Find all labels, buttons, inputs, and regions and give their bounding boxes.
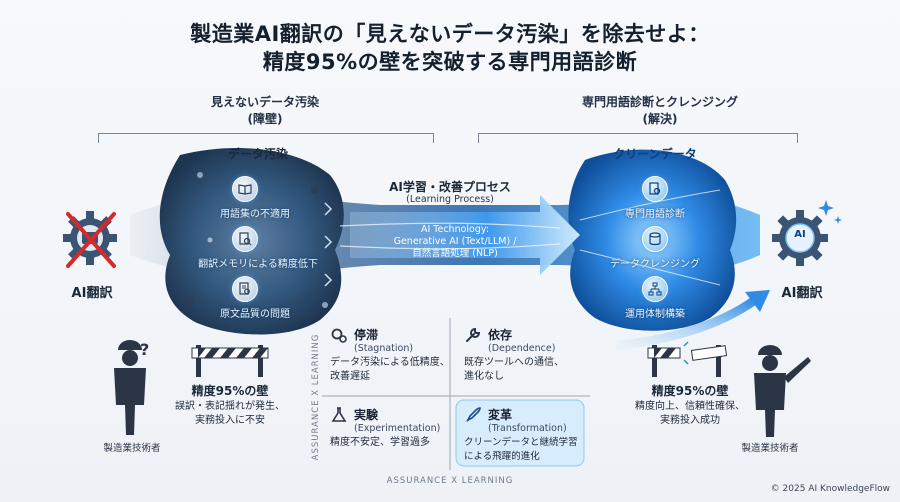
question-mark: ? bbox=[140, 340, 150, 359]
left-panel-title: データ汚染 bbox=[227, 147, 288, 161]
left-wall-line-2: 実務投入に不安 bbox=[195, 415, 265, 426]
right-bracket bbox=[478, 133, 798, 143]
right-item-2-icon-wrap bbox=[642, 226, 668, 252]
left-bracket bbox=[98, 133, 434, 143]
left-item-1-label: 用語集の不適用 bbox=[220, 209, 290, 220]
right-item-1-label: 専門用語診断 bbox=[625, 209, 685, 220]
right-panel-title: クリーンデータ bbox=[613, 147, 697, 161]
dependence-line-1: 既存ツールへの通信、 bbox=[464, 357, 564, 368]
left-item-3-label: 原文品質の問題 bbox=[220, 309, 290, 320]
sparkle-small-icon bbox=[834, 216, 842, 224]
transformation-line-1: クリーンデータと継続学習 bbox=[464, 437, 578, 448]
document-magnify-icon bbox=[232, 276, 258, 302]
left-person-label: 製造業技術者 bbox=[103, 443, 161, 454]
tech-line-3: 自然言語処理 (NLP) bbox=[412, 248, 498, 259]
rocket-icon bbox=[466, 407, 481, 422]
tech-line-2: Generative AI (Text/LLM) / bbox=[393, 236, 517, 247]
transformation-line-2: による飛躍的進化 bbox=[464, 451, 540, 462]
experimentation-title: 実験 bbox=[354, 408, 379, 422]
document-search-icon bbox=[232, 226, 258, 252]
book-icon bbox=[232, 176, 258, 202]
stagnation-line-1: データ汚染による低精度、 bbox=[330, 357, 450, 368]
right-item-2-label: データクレンジング bbox=[610, 259, 700, 270]
left-heading-text: 見えないデータ汚染 bbox=[210, 95, 319, 109]
left-wall-desc: 誤訳・表記揺れが発生、 実務投入に不安 bbox=[160, 400, 300, 428]
copyright-footer: © 2025 AI KnowledgeFlow bbox=[770, 484, 890, 494]
page-title-line2: 精度95%の壁を突破する専門用語診断 bbox=[262, 50, 638, 74]
left-item-2-icon-wrap bbox=[232, 226, 258, 252]
dependence-title: 依存 bbox=[488, 328, 513, 342]
left-engineer-icon bbox=[114, 340, 146, 435]
right-section-heading: 専門用語診断とクレンジング (解決) bbox=[540, 94, 780, 128]
right-item-1-icon-wrap bbox=[642, 176, 668, 202]
left-section-heading: 見えないデータ汚染 (障壁) bbox=[150, 94, 380, 128]
left-item-1-icon-wrap bbox=[232, 176, 258, 202]
gears-icon bbox=[331, 328, 347, 343]
right-item-3-label: 運用体制構築 bbox=[625, 309, 685, 320]
org-chart-icon bbox=[642, 276, 668, 302]
transformation-title: 変革 bbox=[488, 408, 513, 422]
right-ai-label: AI翻訳 bbox=[781, 286, 823, 301]
right-wall-desc: 精度向上、信頼性確保、 実務投入成功 bbox=[620, 400, 760, 428]
right-wall-line-2: 実務投入成功 bbox=[660, 415, 720, 426]
left-item-3-icon-wrap bbox=[232, 276, 258, 302]
left-ai-label: AI翻訳 bbox=[71, 286, 113, 301]
stagnation-sub: (Stagnation) bbox=[354, 343, 414, 354]
y-axis-label: ASSURANCE X LEARNING bbox=[311, 333, 321, 461]
right-person-label: 製造業技術者 bbox=[741, 443, 799, 454]
left-item-2-label: 翻訳メモリによる精度低下 bbox=[198, 259, 318, 270]
error-cross-icon bbox=[66, 212, 116, 268]
stagnation-title: 停滞 bbox=[354, 328, 379, 342]
page-title-line1: 製造業AI翻訳の「見えないデータ汚染」を除去せよ： bbox=[190, 22, 710, 46]
wrench-icon bbox=[466, 327, 481, 342]
database-clean-icon bbox=[642, 226, 668, 252]
right-item-3-icon-wrap bbox=[642, 276, 668, 302]
quadrant-transformation: 変革 (Transformation) クリーンデータと継続学習 による飛躍的進… bbox=[464, 406, 586, 464]
right-engineer-icon bbox=[754, 345, 811, 437]
quadrant-stagnation: 停滞 (Stagnation) データ汚染による低精度、 改善遅延 bbox=[330, 326, 450, 384]
right-wall-title: 精度95%の壁 bbox=[651, 384, 729, 398]
document-search-icon bbox=[642, 176, 668, 202]
left-subheading-text: (障壁) bbox=[247, 112, 283, 126]
left-wall-line-1: 誤訳・表記揺れが発生、 bbox=[175, 401, 285, 412]
process-title: AI学習・改善プロセス bbox=[389, 180, 511, 194]
experimentation-sub: (Experimentation) bbox=[354, 423, 441, 434]
sparkle-icon bbox=[818, 200, 834, 216]
left-wall-title: 精度95%の壁 bbox=[191, 384, 269, 398]
right-heading-text: 専門用語診断とクレンジング bbox=[581, 95, 738, 109]
right-ai-badge: AI bbox=[794, 229, 806, 240]
tech-label: AI Technology: Generative AI (Text/LLM) … bbox=[370, 224, 540, 260]
process-subtitle: (Learning Process) bbox=[406, 194, 494, 205]
flask-icon bbox=[331, 407, 347, 422]
x-axis-label: ASSURANCE X LEARNING bbox=[386, 476, 514, 486]
transformation-sub: (Transformation) bbox=[488, 423, 567, 434]
tech-line-1: AI Technology: bbox=[420, 224, 490, 235]
left-barrier-icon bbox=[191, 345, 269, 377]
right-broken-barrier-icon bbox=[647, 341, 728, 377]
dependence-line-2: 進化なし bbox=[464, 371, 504, 382]
quadrant-experimentation: 実験 (Experimentation) 精度不安定、学習過多 bbox=[330, 406, 450, 450]
right-ai-gear-icon bbox=[772, 210, 828, 266]
right-subheading-text: (解決) bbox=[642, 112, 678, 126]
stagnation-line-2: 改善遅延 bbox=[330, 371, 370, 382]
experimentation-line-1: 精度不安定、学習過多 bbox=[330, 437, 430, 448]
right-wall-line-1: 精度向上、信頼性確保、 bbox=[635, 401, 745, 412]
dependence-sub: (Dependence) bbox=[488, 343, 556, 354]
quadrant-dependence: 依存 (Dependence) 既存ツールへの通信、 進化なし bbox=[464, 326, 584, 384]
